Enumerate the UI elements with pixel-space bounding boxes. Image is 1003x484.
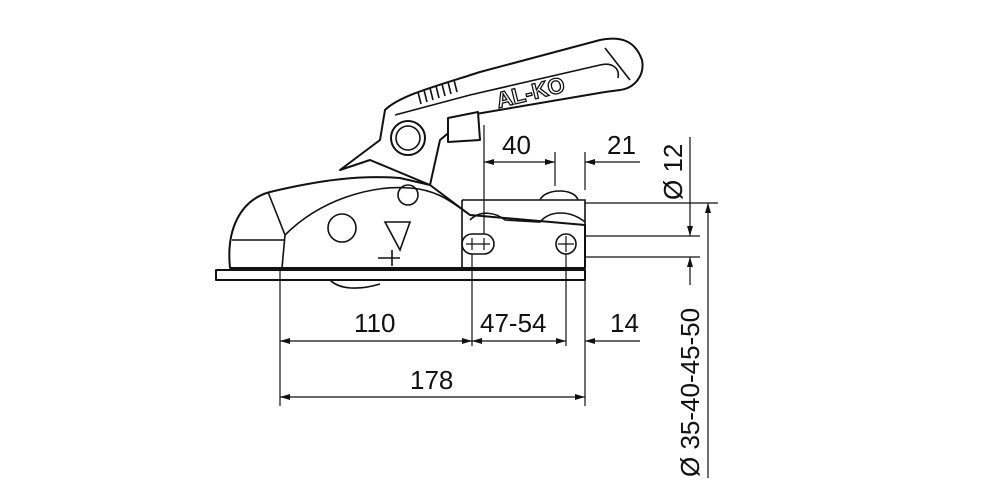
- dimension-14: 14: [610, 308, 639, 338]
- dimension-178: 178: [410, 365, 453, 395]
- bolt-hole: [327, 213, 357, 243]
- dimension-47-54: 47-54: [480, 308, 547, 338]
- dimension-110: 110: [354, 308, 395, 338]
- wear-indicator: [383, 221, 412, 252]
- grip-ribs-icon: [417, 79, 458, 105]
- dimension-40: 40: [502, 130, 531, 160]
- dimension-diameter-12: Ø 12: [658, 144, 688, 200]
- dimension-21: 21: [607, 130, 636, 160]
- coupling-body: [215, 176, 586, 289]
- base-plate: [215, 269, 586, 281]
- dimension-lines: [280, 137, 711, 478]
- dimension-ball-diameter: Ø 35-40-45-50: [675, 308, 705, 477]
- lever-handle: AL-KO: [339, 37, 644, 186]
- slot-hole: [461, 233, 495, 255]
